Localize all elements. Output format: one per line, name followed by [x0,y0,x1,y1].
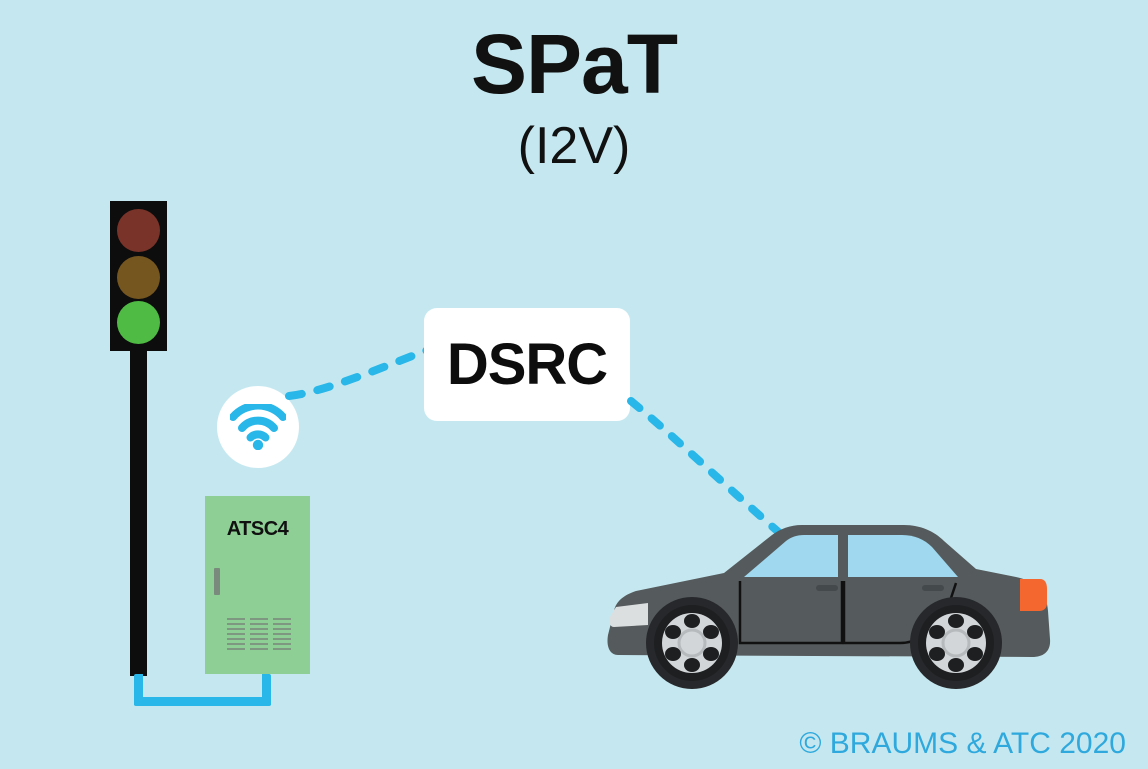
dsrc-label: DSRC [446,332,608,397]
car-door-handle-front [816,585,838,591]
vent-column [273,618,291,653]
cabinet-to-pole-conduit [134,674,271,706]
car-wheel-rear [910,597,1002,689]
vent-column [227,618,245,653]
dsrc-label-box: DSRC [424,308,630,421]
car-front-door [738,581,844,645]
cabinet-door-handle [214,568,220,595]
signal-lamp-amber [117,256,160,299]
car-wheel-front [646,597,738,689]
signal-lamp-red [117,209,160,252]
wifi-icon [230,404,286,450]
traffic-signal [110,201,170,676]
vehicle-sedan [604,515,1054,690]
wifi-badge [217,386,299,468]
car-b-pillar [839,531,847,579]
car-headlight [609,603,648,627]
link-wifi-to-dsrc [285,344,435,400]
signal-housing [110,201,167,351]
car-windshield [744,535,838,577]
cabinet-vents [227,618,291,653]
page-title: SPaT [470,17,678,111]
car-taillight [1020,579,1047,611]
cabinet-label: ATSC4 [226,518,289,540]
copyright-note: © BRAUMS & ATC 2020 [799,727,1126,760]
vent-column [250,618,268,653]
car-door-handle-rear [922,585,944,591]
controller-cabinet: ATSC4 [205,496,310,674]
page-subtitle: (I2V) [517,117,631,175]
signal-pole [130,351,147,676]
title-block: SPaT (I2V) [0,22,1148,172]
signal-lamp-green [117,301,160,344]
car-rear-window [848,535,958,577]
